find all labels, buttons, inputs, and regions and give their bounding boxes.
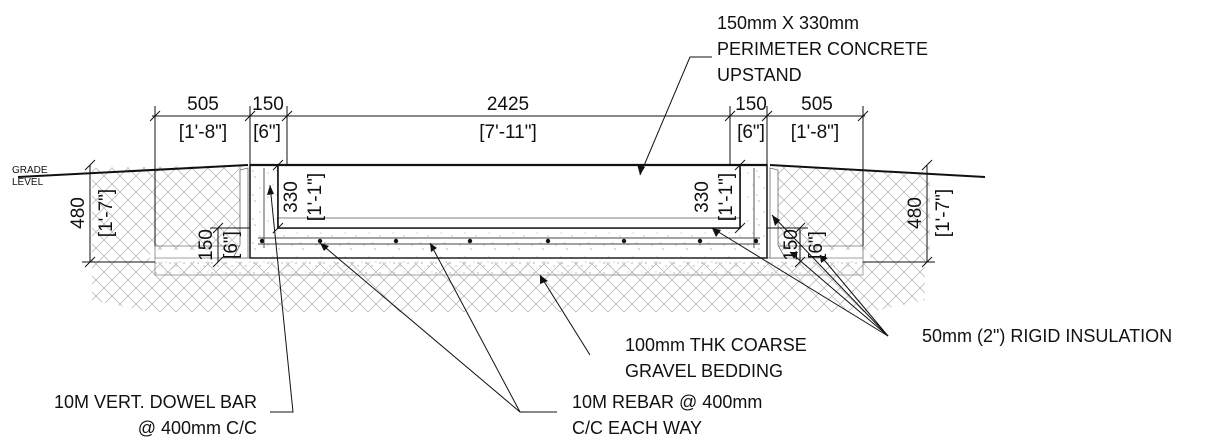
dim-upstand-right-imperial: [1'-1"] bbox=[716, 173, 737, 221]
note-gravel-line1: 100mm THK COARSE bbox=[625, 335, 807, 355]
dim-upstand-left-imperial: [1'-1"] bbox=[305, 173, 326, 221]
dim-depth-left-imperial: [1'-7"] bbox=[96, 189, 117, 237]
dim-depth-left-mm: 480 bbox=[68, 197, 89, 229]
dim-center-span-mm: 2425 bbox=[487, 94, 529, 115]
rebar-dot bbox=[259, 238, 265, 244]
gravel-bedding bbox=[154, 245, 864, 276]
grade-label-line1: GRADE bbox=[12, 165, 48, 176]
note-upstand-line3: UPSTAND bbox=[717, 65, 802, 85]
dim-depth-right-imperial: [1'-7"] bbox=[933, 189, 954, 237]
rebar-dot bbox=[697, 238, 703, 244]
rebar-dot bbox=[393, 238, 399, 244]
dim-left-clear-imperial: [1'-8"] bbox=[179, 122, 227, 143]
dim-right-wall-imperial: [6"] bbox=[737, 122, 765, 143]
dim-upstand-left-mm: 330 bbox=[281, 181, 302, 213]
rebar-dot bbox=[467, 238, 473, 244]
rebar-dot bbox=[621, 238, 627, 244]
grade-label-line2: LEVEL bbox=[12, 177, 44, 188]
note-dowel-line1: 10M VERT. DOWEL BAR bbox=[54, 392, 257, 412]
horizontal-dimension-chain bbox=[149, 106, 869, 246]
dim-right-clear-imperial: [1'-8"] bbox=[791, 122, 839, 143]
dim-left-clear-mm: 505 bbox=[187, 94, 219, 115]
upstand-leader bbox=[639, 56, 712, 176]
dim-slab-left-imperial: [6"] bbox=[221, 231, 242, 259]
grade-line bbox=[17, 164, 986, 178]
insulation-leader-4 bbox=[819, 254, 889, 337]
leader-arrowheads bbox=[267, 164, 828, 284]
rebar-dot bbox=[545, 238, 551, 244]
dim-right-clear-mm: 505 bbox=[801, 94, 833, 115]
insulation-leader-3 bbox=[789, 251, 889, 337]
note-insulation: 50mm (2") RIGID INSULATION bbox=[922, 326, 1172, 346]
note-upstand-line1: 150mm X 330mm bbox=[717, 13, 859, 33]
dim-left-wall-mm: 150 bbox=[252, 94, 284, 115]
concrete-slab-and-upstand bbox=[249, 163, 768, 259]
rebar-dots bbox=[259, 238, 759, 244]
dim-center-span-imperial: [7'-11"] bbox=[479, 122, 537, 143]
insulation-leader-1 bbox=[711, 227, 889, 337]
note-dowel-line2: @ 400mm C/C bbox=[138, 418, 257, 438]
rigid-insulation bbox=[232, 167, 786, 259]
note-gravel: 100mm THK COARSE GRAVEL BEDDING bbox=[625, 335, 807, 381]
dim-upstand-right-mm: 330 bbox=[692, 181, 713, 213]
note-rebar-line2: C/C EACH WAY bbox=[572, 418, 702, 438]
leader-lines bbox=[269, 56, 889, 413]
note-rebar-line1: 10M REBAR @ 400mm bbox=[572, 392, 762, 412]
dim-right-wall-mm: 150 bbox=[735, 94, 767, 115]
dim-left-wall-imperial: [6"] bbox=[253, 122, 281, 143]
horizontal-dimension-labels: 505 [1'-8"] 150 [6"] 2425 [7'-11"] 150 [… bbox=[179, 94, 839, 143]
note-gravel-line2: GRAVEL BEDDING bbox=[625, 361, 783, 381]
rebar-dot bbox=[317, 238, 323, 244]
dim-slab-left-mm: 150 bbox=[196, 229, 217, 261]
dim-slab-right-mm: 150 bbox=[781, 229, 802, 261]
note-dowel: 10M VERT. DOWEL BAR @ 400mm C/C bbox=[54, 392, 257, 438]
note-rebar: 10M REBAR @ 400mm C/C EACH WAY bbox=[572, 392, 762, 438]
rebar-leader-2 bbox=[429, 242, 521, 413]
dim-depth-right-mm: 480 bbox=[905, 197, 926, 229]
note-upstand: 150mm X 330mm PERIMETER CONCRETE UPSTAND bbox=[717, 13, 928, 85]
rebar-dot bbox=[753, 238, 759, 244]
insulation-leader-2 bbox=[771, 214, 889, 337]
dowel-leader bbox=[269, 184, 294, 413]
gravel-leader bbox=[539, 274, 591, 356]
dim-slab-right-imperial: [6"] bbox=[806, 231, 827, 259]
note-upstand-line2: PERIMETER CONCRETE bbox=[717, 39, 928, 59]
